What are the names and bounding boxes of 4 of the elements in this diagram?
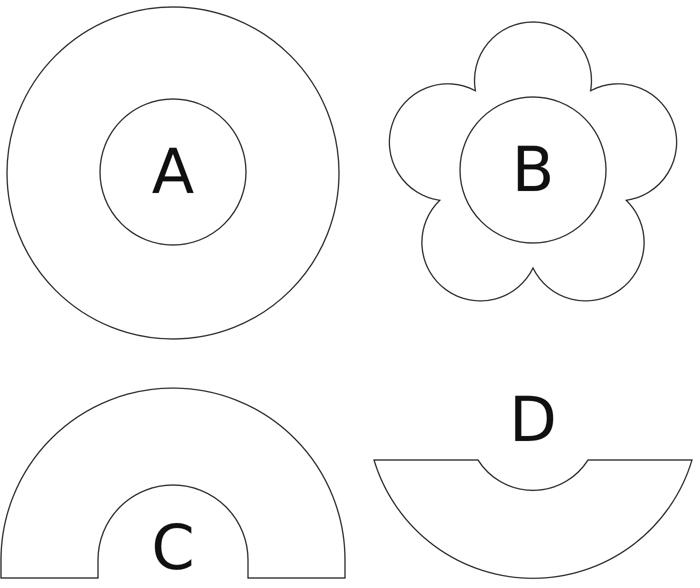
shape-letter: D — [509, 389, 557, 451]
shape-letter: A — [152, 141, 194, 203]
shape-letter: B — [512, 139, 554, 201]
shape-letter: C — [151, 517, 195, 579]
